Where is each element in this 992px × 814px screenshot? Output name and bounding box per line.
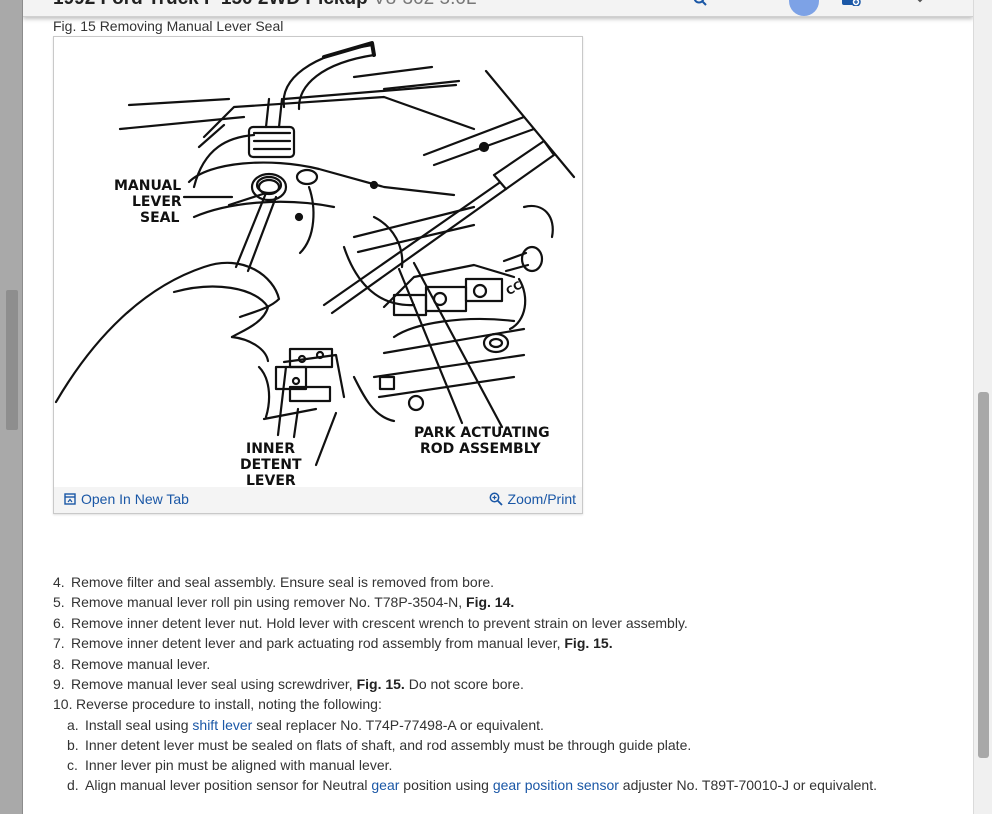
label-detent: DETENT (240, 457, 302, 473)
engine-label: V8-302 5.0L (373, 0, 477, 9)
substep-item: a.Install seal using shift lever seal re… (67, 716, 544, 733)
chevron-icon[interactable] (913, 0, 927, 6)
figure-reference: Fig. 15. (564, 635, 613, 652)
substep-item: c.Inner lever pin must be aligned with m… (67, 757, 393, 774)
zoom-in-icon (489, 492, 503, 506)
article-title: 1992 Ford Truck F 150 2WD Pickup V8-302 … (53, 0, 476, 10)
article-header: 1992 Ford Truck F 150 2WD Pickup V8-302 … (23, 0, 973, 17)
zoom-print-link[interactable]: Zoom/Print (489, 491, 576, 507)
figure-reference: Fig. 15. (356, 675, 405, 692)
gear-link[interactable]: gear (371, 777, 400, 794)
label-seal: SEAL (140, 210, 179, 226)
background-page-edge (0, 0, 23, 814)
step-item: 5.Remove manual lever roll pin using rem… (53, 594, 515, 611)
step-item: 9.Remove manual lever seal using screwdr… (53, 675, 524, 692)
figure-toolbar: Open In New Tab Zoom/Print (54, 487, 582, 513)
open-new-tab-icon (64, 493, 76, 505)
gear-position-sensor-link[interactable]: gear position sensor (492, 777, 619, 794)
vehicle-title: 1992 Ford Truck F 150 2WD Pickup (53, 0, 368, 9)
search-icon[interactable] (693, 0, 707, 6)
substep-item: d.Align manual lever position sensor for… (67, 777, 878, 794)
figure-illustration[interactable]: MANUAL LEVER SEAL INNER DETENT LEVER PAR… (54, 37, 582, 487)
document-panel: 1992 Ford Truck F 150 2WD Pickup V8-302 … (23, 0, 973, 814)
vehicle-icon[interactable] (841, 0, 861, 6)
open-in-new-tab-label: Open In New Tab (81, 491, 189, 507)
label-inner: INNER (246, 441, 295, 457)
figure-card: MANUAL LEVER SEAL INNER DETENT LEVER PAR… (53, 36, 583, 514)
step-item: 6.Remove inner detent lever nut. Hold le… (53, 614, 688, 631)
step-item: 4.Remove filter and seal assembly. Ensur… (53, 574, 495, 590)
figure-reference: Fig. 14. (466, 594, 515, 611)
background-scrollbar-thumb (6, 290, 18, 430)
substep-item: b.Inner detent lever must be sealed on f… (67, 736, 692, 753)
step-item: 7.Remove inner detent lever and park act… (53, 635, 613, 652)
figure-caption: Fig. 15 Removing Manual Lever Seal (53, 18, 284, 34)
open-in-new-tab-link[interactable]: Open In New Tab (64, 491, 189, 507)
label-lever: LEVER (132, 194, 182, 210)
scrollbar-track[interactable] (973, 0, 992, 814)
zoom-print-label: Zoom/Print (507, 491, 576, 507)
scrollbar-thumb[interactable] (978, 392, 989, 758)
label-manual: MANUAL (114, 178, 181, 194)
shift-lever-link[interactable]: shift lever (192, 716, 253, 733)
user-avatar[interactable] (789, 0, 819, 16)
procedure-steps: 4.Remove filter and seal assembly. Ensur… (53, 572, 973, 795)
step-item: 10.Reverse procedure to install, noting … (53, 696, 382, 713)
label-park: PARK ACTUATING (414, 425, 550, 441)
label-lever-2: LEVER (246, 473, 296, 487)
step-item: 8.Remove manual lever. (53, 655, 211, 672)
label-rod: ROD ASSEMBLY (420, 441, 541, 457)
